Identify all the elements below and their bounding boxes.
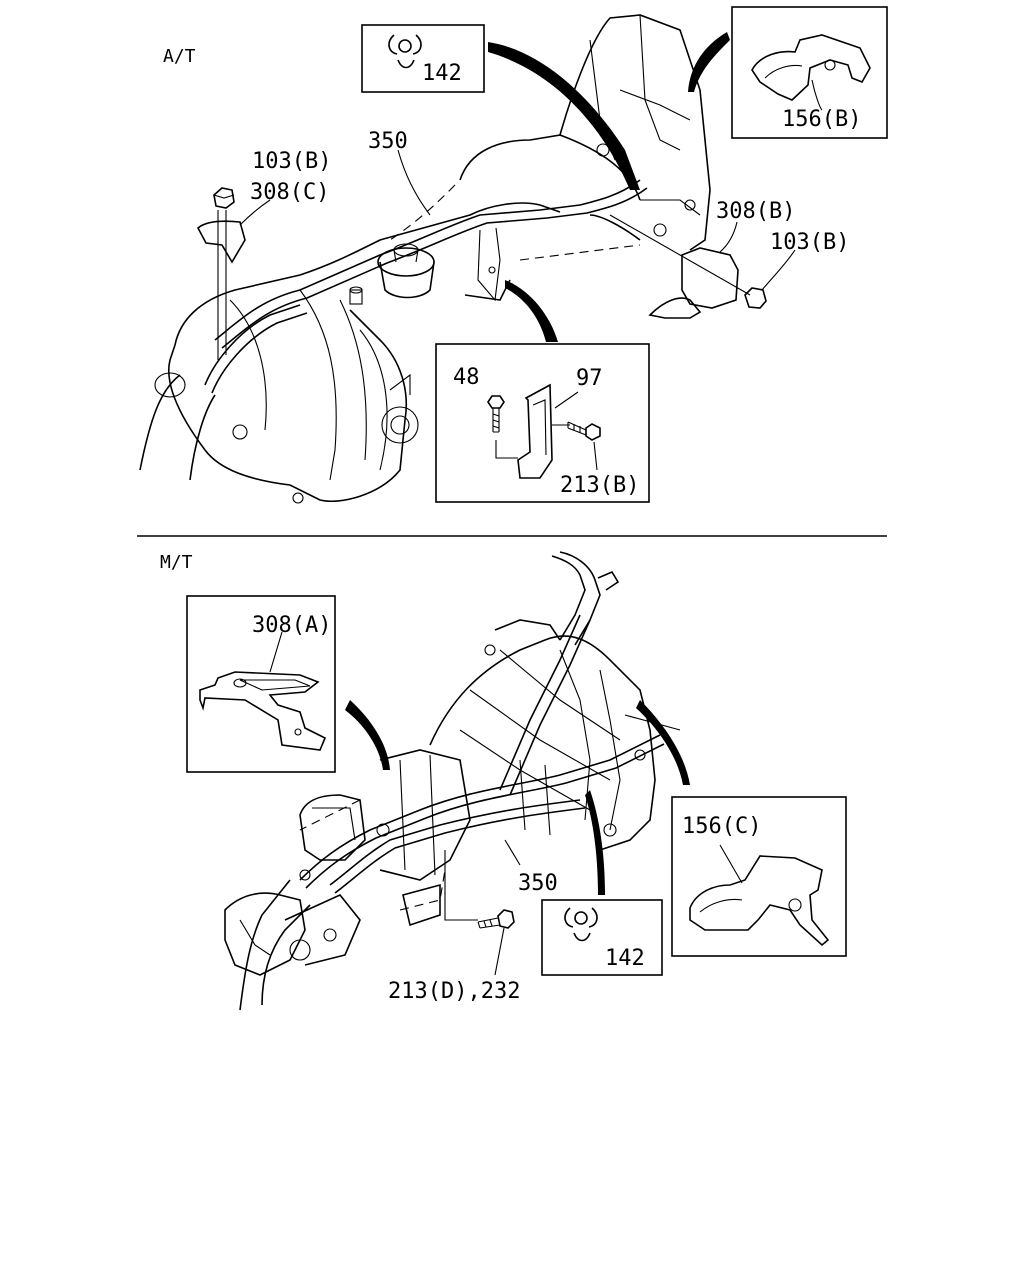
at-142-box: 142 [361,24,485,93]
mt-308a-box: 308(A) [186,595,336,773]
at-103b-right-leader [761,249,796,291]
at-156b-label: 156(B) [782,107,861,132]
mt-350-leader [504,839,521,866]
at-48-label: 48 [453,365,480,390]
mt-156c-box: 156(C) [671,796,847,957]
at-detail-pointer [505,280,558,342]
mt-142-label: 142 [605,946,645,971]
at-350-label: 350 [368,129,408,154]
at-308b-leader [719,221,738,253]
mt-213d-232-label: 213(D),232 [388,979,520,1004]
at-156b-box: 156(B) [731,6,888,139]
mt-bolt-213d: 213(D),232 [388,909,520,1004]
at-103b-right-label: 103(B) [770,230,849,255]
at-142-label: 142 [422,61,462,86]
at-156b-pointer [688,32,730,92]
at-transmission-drawing [139,14,711,504]
mt-156c-label: 156(C) [682,814,761,839]
mt-213d-leader [444,850,478,921]
at-left-bracket [196,187,246,360]
at-detail-box: 48 97 213(B) [435,343,650,503]
at-308c-label: 308(C) [250,180,329,205]
at-213b-label: 213(B) [560,473,639,498]
at-142-pointer [488,42,640,190]
mt-350-label: 350 [518,871,558,896]
section-label-mt: M/T [160,552,193,573]
at-350-leader [397,149,431,216]
at-right-bracket [609,214,767,319]
at-308c-leader [239,199,271,226]
at-103b-left-label: 103(B) [252,149,331,174]
section-label-at: A/T [163,46,196,67]
at-97-label: 97 [576,366,603,391]
mt-142-pointer [585,790,605,895]
mt-156c-pointer [636,700,690,785]
mt-transmission-drawing [224,551,665,1011]
mt-142-box: 142 [541,899,663,976]
at-308b-label: 308(B) [716,199,795,224]
mt-308a-pointer [345,700,390,770]
mt-308a-label: 308(A) [252,613,331,638]
